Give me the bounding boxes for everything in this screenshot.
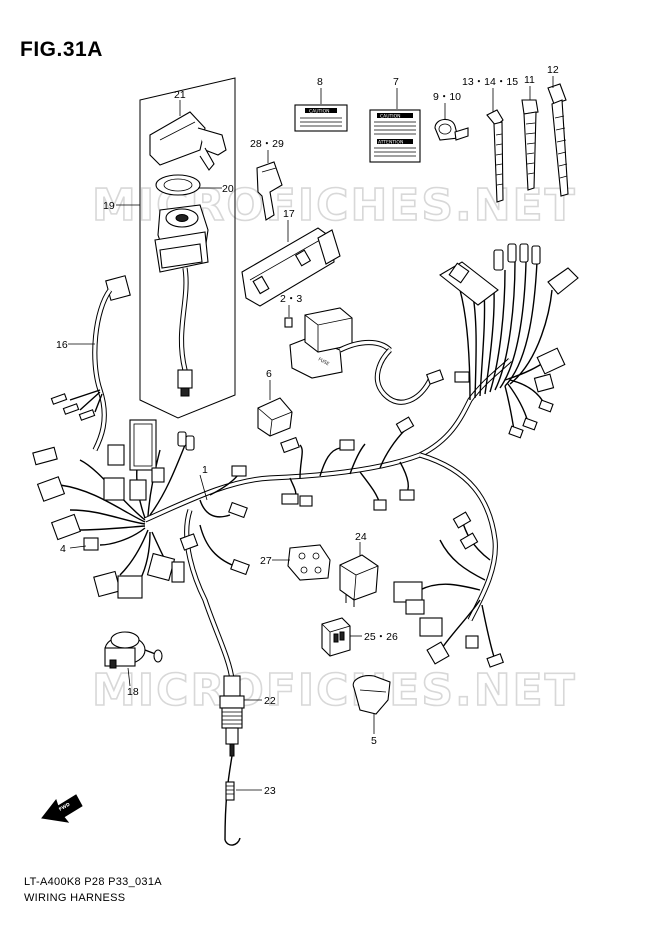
cable-tie-13-15	[486, 109, 504, 203]
plate-27	[287, 544, 331, 581]
callout-17: 17	[283, 208, 295, 220]
label-7-attention-text: ATTENTION	[378, 140, 403, 146]
callout-24: 24	[355, 531, 367, 543]
callout-19: 19	[103, 200, 115, 212]
callout-22: 22	[264, 695, 276, 707]
relay-24	[339, 554, 379, 607]
figure-code: LT-A400K8 P28 P33_031A	[24, 876, 162, 888]
key-blank	[256, 161, 283, 221]
probe-23	[224, 755, 241, 846]
callout-20: 20	[222, 183, 234, 195]
callout-6: 6	[266, 368, 272, 380]
watermark-bottom: MICROFICHES.NET	[92, 665, 577, 716]
callout-16: 16	[56, 339, 68, 351]
callout-13-15: 13・14・15	[462, 76, 518, 88]
caution-attention-label-7: CAUTION ATTENTION	[369, 109, 421, 163]
callout-1: 1	[202, 464, 208, 476]
label-8-caution-text: CAUTION	[309, 109, 330, 115]
fuse-text: FUSE	[317, 356, 330, 367]
callout-2-3: 2・3	[280, 293, 302, 305]
caution-label-8: CAUTION	[294, 104, 348, 132]
callout-18: 18	[127, 686, 139, 698]
callout-11: 11	[524, 74, 535, 86]
switch-18	[104, 631, 163, 669]
clamp-9-10	[434, 118, 469, 141]
figure-title: FIG.31A	[20, 38, 103, 61]
cover-6	[257, 397, 293, 437]
callout-4: 4	[60, 543, 66, 555]
fwd-text: FWD	[58, 802, 71, 813]
ignition-switch-group	[139, 77, 236, 419]
sensor-22	[219, 675, 245, 757]
main-harness-1	[32, 243, 579, 681]
callout-8: 8	[317, 76, 323, 88]
cable-tie-12	[547, 83, 569, 197]
fwd-arrow: FWD	[41, 794, 83, 823]
callout-27: 27	[260, 555, 272, 567]
callout-25-26: 25・26	[364, 631, 398, 643]
label-7-caution-text: CAUTION	[380, 114, 401, 120]
callout-21: 21	[174, 89, 186, 101]
callout-7: 7	[393, 76, 399, 88]
callout-12: 12	[547, 64, 559, 76]
connector-25-26	[321, 617, 351, 657]
bracket-17	[241, 227, 341, 307]
fuse-box-2-3: FUSE	[284, 307, 392, 379]
cable-tie-11	[521, 99, 539, 191]
callout-5: 5	[371, 735, 377, 747]
callout-23: 23	[264, 785, 276, 797]
callout-28-29: 28・29	[250, 138, 284, 150]
sub-harness-16	[50, 275, 131, 452]
boot-5	[352, 675, 391, 715]
figure-name: WIRING HARNESS	[24, 892, 126, 904]
callout-9-10: 9・10	[433, 91, 461, 103]
